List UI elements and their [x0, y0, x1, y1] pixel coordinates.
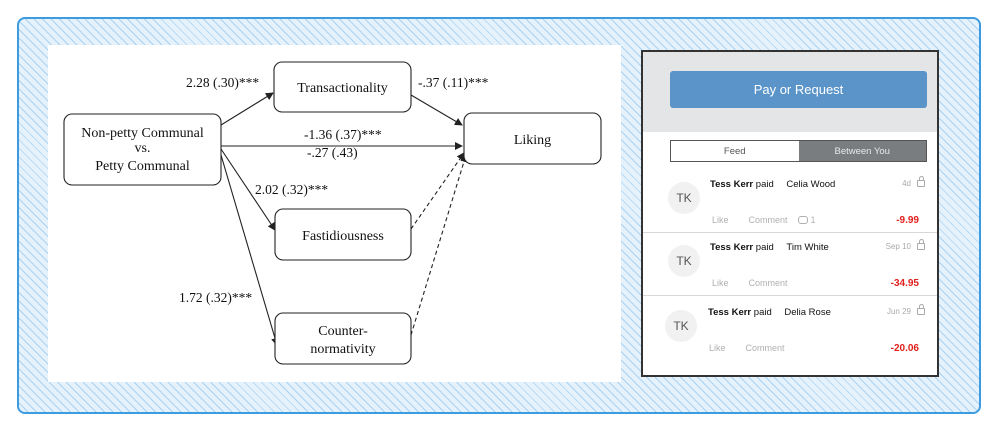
payee-name[interactable]: Tim White	[786, 242, 829, 253]
counternormativity-line-1: Counter-	[318, 324, 368, 339]
payer-name[interactable]: Tess Kerr	[708, 307, 752, 318]
node-counternormativity: Counter- normativity	[274, 312, 412, 365]
tab-feed[interactable]: Feed	[671, 141, 799, 161]
feed-item[interactable]: TK Tess Kerr paid Celia Wood 4d Like Com…	[643, 170, 937, 233]
payee-name[interactable]: Celia Wood	[786, 179, 836, 190]
like-button[interactable]: Like	[712, 215, 729, 225]
transaction-summary: Tess Kerr paid Tim White	[710, 242, 829, 253]
payment-app-screen: Pay or Request Feed Between You TK Tess …	[641, 50, 939, 377]
lock-icon	[917, 304, 925, 315]
label-a-counternormativity: 1.72 (.32)***	[179, 290, 252, 305]
transaction-meta: Sep 10	[885, 239, 925, 251]
transaction-meta: 4d	[902, 176, 925, 188]
feed-item[interactable]: TK Tess Kerr paid Delia Rose Jun 29 Like…	[643, 298, 937, 361]
transaction-summary: Tess Kerr paid Delia Rose	[708, 307, 831, 318]
counternormativity-line-2: normativity	[310, 342, 375, 357]
comment-button[interactable]: Comment	[748, 278, 788, 288]
payee-name[interactable]: Delia Rose	[784, 307, 831, 318]
mediation-diagram: Non-petty Communal vs. Petty Communal Tr…	[48, 45, 621, 382]
node-liking: Liking	[463, 112, 602, 165]
node-transactionality: Transactionality	[273, 61, 412, 113]
node-fastidiousness: Fastidiousness	[274, 208, 412, 261]
transaction-time: 4d	[902, 179, 911, 188]
pay-or-request-button[interactable]: Pay or Request	[670, 71, 927, 108]
comment-bubble-icon	[797, 216, 808, 224]
feed-tabs: Feed Between You	[670, 140, 927, 162]
transaction-verb: paid	[755, 179, 774, 190]
transaction-amount: -9.99	[896, 215, 919, 226]
transaction-actions: Like Comment 1	[712, 215, 816, 225]
transaction-amount: -34.95	[890, 278, 919, 289]
edge-transactionality-liking	[410, 94, 463, 126]
transaction-actions: Like Comment	[712, 278, 788, 288]
comment-button[interactable]: Comment	[745, 343, 785, 353]
comment-count-value: 1	[810, 215, 816, 225]
label-a-transactionality: 2.28 (.30)***	[186, 75, 259, 90]
node-source: Non-petty Communal vs. Petty Communal	[63, 113, 222, 186]
comment-count: 1	[797, 215, 816, 225]
transaction-amount: -20.06	[890, 343, 919, 354]
fastidiousness-label: Fastidiousness	[302, 229, 384, 244]
feed-item[interactable]: TK Tess Kerr paid Tim White Sep 10 Like …	[643, 233, 937, 296]
source-line-3: Petty Communal	[95, 159, 190, 174]
transaction-verb: paid	[753, 307, 772, 318]
avatar: TK	[668, 245, 700, 277]
edge-counternormativity-liking	[410, 154, 468, 336]
payer-name[interactable]: Tess Kerr	[710, 179, 754, 190]
label-direct-indirect: -.27 (.43)	[307, 145, 358, 160]
transaction-time: Sep 10	[885, 242, 911, 251]
transaction-verb: paid	[755, 242, 774, 253]
avatar: TK	[668, 182, 700, 214]
lock-icon	[917, 176, 925, 187]
edge-fastidiousness-liking	[410, 152, 465, 230]
app-header: Pay or Request	[643, 52, 937, 132]
transaction-actions: Like Comment	[709, 343, 785, 353]
source-line-1: Non-petty Communal	[81, 126, 204, 141]
lock-icon	[917, 239, 925, 250]
edge-source-fastidiousness	[220, 148, 276, 231]
transactionality-label: Transactionality	[297, 81, 387, 96]
liking-label: Liking	[514, 133, 551, 148]
label-a-fastidiousness: 2.02 (.32)***	[255, 182, 328, 197]
like-button[interactable]: Like	[709, 343, 726, 353]
comment-button[interactable]: Comment	[748, 215, 788, 225]
like-button[interactable]: Like	[712, 278, 729, 288]
edge-source-transactionality	[220, 92, 274, 126]
tab-between-you[interactable]: Between You	[798, 141, 926, 161]
avatar: TK	[665, 310, 697, 342]
label-direct-total: -1.36 (.37)***	[304, 127, 382, 142]
source-line-2: vs.	[135, 141, 151, 156]
transaction-summary: Tess Kerr paid Celia Wood	[710, 179, 835, 190]
diagram-svg: Non-petty Communal vs. Petty Communal Tr…	[63, 61, 602, 365]
label-b-transactionality: -.37 (.11)***	[418, 75, 489, 90]
edge-source-counternormativity	[220, 154, 279, 346]
transaction-meta: Jun 29	[886, 304, 925, 316]
payer-name[interactable]: Tess Kerr	[710, 242, 754, 253]
transaction-time: Jun 29	[886, 307, 911, 316]
